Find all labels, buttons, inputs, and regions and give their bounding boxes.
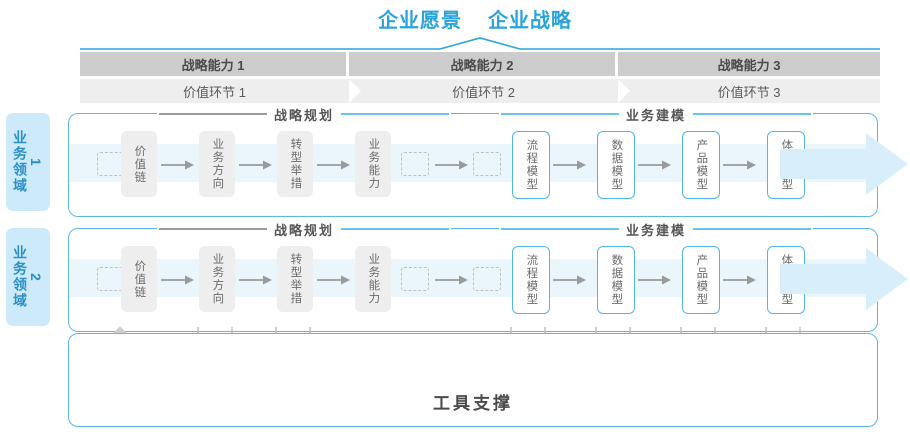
sidebar-item-domain-1[interactable]: 业务领域 1 [6,113,50,211]
node-transformation-measures-2[interactable]: 转型举措 [277,246,313,312]
caption-rule-right [341,113,450,115]
node-data-model-1[interactable]: 数据模型 [597,131,635,199]
arrow-icon [723,273,757,285]
node-label: 产品模型 [695,139,708,191]
arrow-icon [553,158,587,170]
section-caption-modeling-2: 业务建模 [499,220,813,238]
node-product-model-2[interactable]: 产品模型 [682,246,720,314]
node-process-model-2[interactable]: 流程模型 [512,246,550,314]
value-stage-cell-1[interactable]: 价值环节 1 [80,79,361,103]
capability-cell-2[interactable]: 战略能力 2 [349,52,615,76]
arrow-icon [435,158,469,170]
section-label-modeling-1: 业务建模 [626,107,687,123]
caption-rule-left [501,113,619,115]
tent-connector [80,36,880,52]
placeholder-box [473,267,501,291]
tent-icon [80,37,880,50]
top-titles: 企业愿景 企业战略 [330,4,620,32]
placeholder-box [401,267,429,291]
node-business-capability-2[interactable]: 业务能力 [355,246,391,312]
value-stage-label-2: 价值环节 2 [452,84,515,100]
value-stage-cell-2[interactable]: 价值环节 2 [349,79,630,103]
node-process-model-1[interactable]: 流程模型 [512,131,550,199]
node-label: 转型举措 [289,253,302,305]
domain-panel-1: 战略规划 业务建模 价值链 业务方向 转型举措 业务能力 流程模型 [68,105,878,217]
capability-label-3: 战略能力 3 [717,57,781,73]
arrow-icon [239,273,273,285]
caption-rule-right [341,228,450,230]
node-label: 价值链 [133,144,146,184]
node-product-model-1[interactable]: 产品模型 [682,131,720,199]
arrow-icon [723,158,757,170]
caption-rule-left [501,228,619,230]
section-label-planning-2: 战略规划 [274,222,335,238]
node-business-direction-2[interactable]: 业务方向 [199,246,235,312]
node-business-capability-1[interactable]: 业务能力 [355,131,391,197]
node-label: 业务方向 [211,138,224,190]
capability-cell-3[interactable]: 战略能力 3 [618,52,880,76]
value-stage-cell-3[interactable]: 价值环节 3 [618,79,894,103]
arrow-icon [638,273,672,285]
caption-rule-right [693,113,812,115]
domain-label-1: 业务领域 [12,130,29,194]
node-value-chain-2[interactable]: 价值链 [121,246,157,312]
footer-tool-support: 工具支撑 [68,333,878,427]
node-data-model-2[interactable]: 数据模型 [597,246,635,314]
capability-header-row: 战略能力 1 战略能力 2 战略能力 3 [80,52,880,76]
node-label: 流程模型 [525,254,538,306]
arrow-icon [317,273,351,285]
flow-arrow-1 [780,133,908,195]
arrow-icon [638,158,672,170]
value-stage-row: 价值环节 1 价值环节 2 价值环节 3 [80,79,894,103]
arrow-icon [553,273,587,285]
node-business-direction-1[interactable]: 业务方向 [199,131,235,197]
value-stage-label-3: 价值环节 3 [717,84,781,100]
chevron-right-icon [618,79,630,103]
capability-label-1: 战略能力 1 [181,57,245,73]
section-caption-planning-1: 战略规划 [157,105,451,123]
arrow-icon [317,158,351,170]
domain-label-2: 业务领域 [12,245,29,309]
arrow-icon [161,158,195,170]
footer-label: 工具支撑 [433,393,513,413]
node-label: 业务方向 [211,253,224,305]
caption-rule-left [159,113,267,115]
node-label: 数据模型 [610,254,623,306]
node-label: 业务能力 [367,253,380,305]
caption-rule-right [693,228,812,230]
chevron-right-icon [349,79,361,103]
title-enterprise-vision: 企业愿景 [378,9,462,32]
sidebar-item-domain-2[interactable]: 业务领域 2 [6,228,50,326]
domain-panel-2: 战略规划 业务建模 价值链 业务方向 转型举措 业务能力 流程模型 [68,220,878,332]
capability-cell-1[interactable]: 战略能力 1 [80,52,346,76]
node-label: 数据模型 [610,139,623,191]
domain-index-1: 1 [28,158,45,166]
node-label: 流程模型 [525,139,538,191]
domain-index-2: 2 [28,273,45,281]
node-label: 价值链 [133,259,146,299]
node-transformation-measures-1[interactable]: 转型举措 [277,131,313,197]
placeholder-box [401,152,429,176]
arrow-icon [161,273,195,285]
arrow-icon [435,273,469,285]
node-label: 产品模型 [695,254,708,306]
node-label: 业务能力 [367,138,380,190]
section-label-planning-1: 战略规划 [274,107,335,123]
node-label: 转型举措 [289,138,302,190]
chevron-right-icon [880,79,894,103]
title-enterprise-strategy: 企业战略 [488,9,572,32]
section-caption-modeling-1: 业务建模 [499,105,813,123]
caption-rule-left [159,228,267,230]
section-label-modeling-2: 业务建模 [626,222,687,238]
placeholder-box [473,152,501,176]
arrow-icon [239,158,273,170]
capability-label-2: 战略能力 2 [450,57,514,73]
section-caption-planning-2: 战略规划 [157,220,451,238]
value-stage-label-1: 价值环节 1 [183,84,246,100]
flow-arrow-2 [780,248,908,310]
node-value-chain-1[interactable]: 价值链 [121,131,157,197]
